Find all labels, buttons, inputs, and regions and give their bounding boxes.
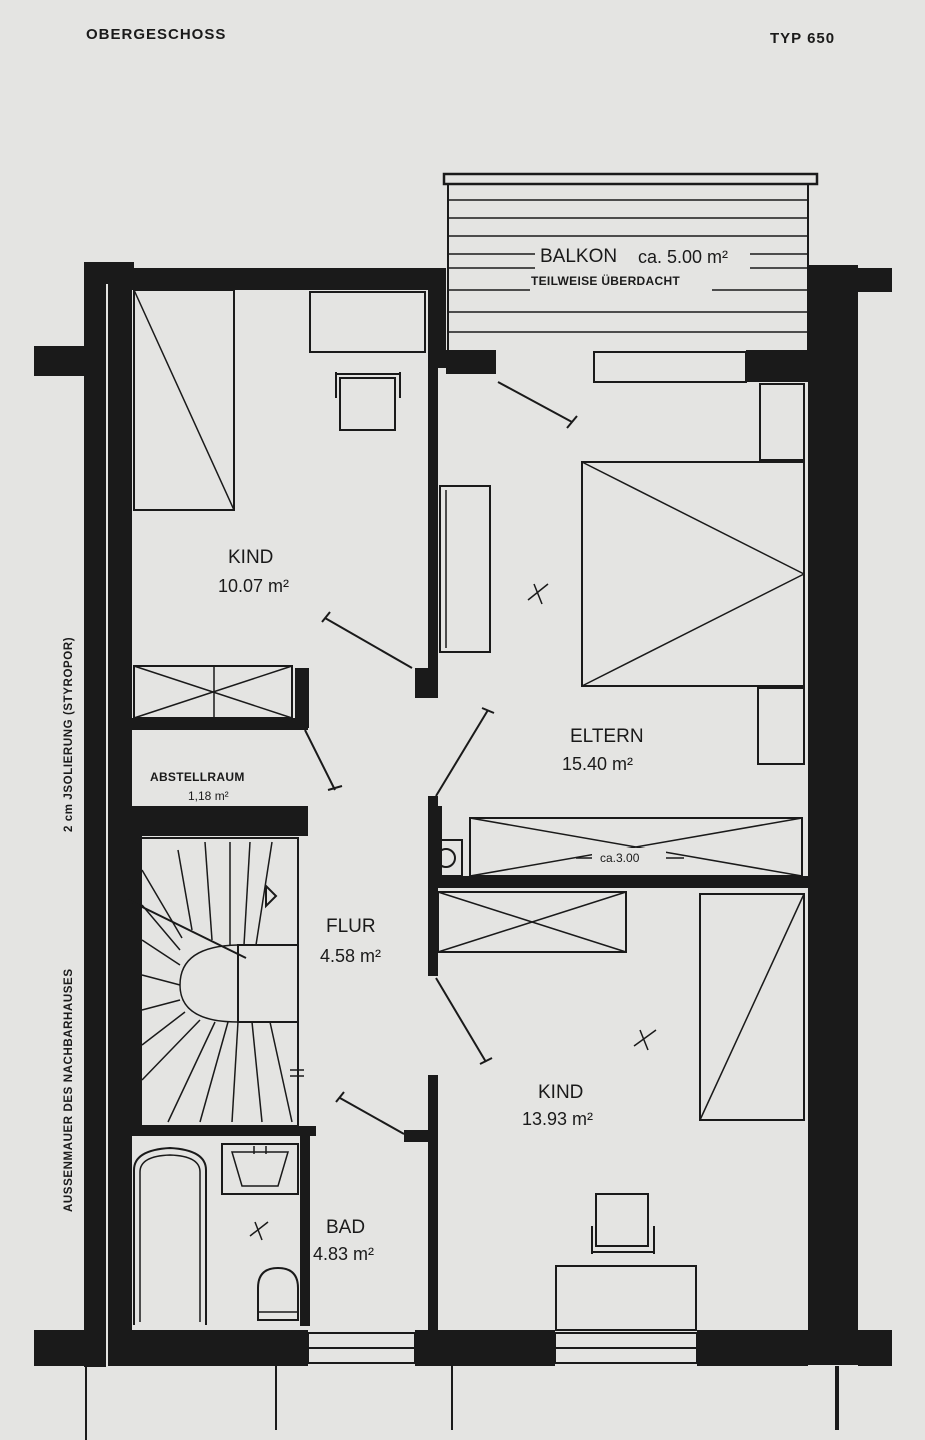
furniture: ca.3.00 (133, 289, 805, 1331)
room-abstellraum-area: 1,18 m² (188, 789, 229, 803)
side-note-insulation: 2 cm JSOLIERUNG (STYROPOR) (63, 637, 75, 832)
room-flur-label: FLUR (326, 916, 376, 937)
windows (85, 1332, 839, 1440)
room-bad-area: 4.83 m² (313, 1244, 374, 1264)
wardrobe-dimension: ca.3.00 (600, 851, 640, 865)
room-abstellraum-label: ABSTELLRAUM (150, 770, 245, 784)
room-eltern-area: 15.40 m² (562, 754, 633, 774)
bed-kind-top (133, 289, 235, 511)
side-note-neighbour-wall: AUSSENMAUER DES NACHBARHAUSES (63, 968, 75, 1212)
balcony-label: BALKON (540, 246, 617, 267)
wardrobe-eltern (469, 817, 803, 877)
wardrobe-kind-bottom (437, 891, 627, 953)
wardrobe-eltern-left (439, 485, 491, 653)
header-left-title: OBERGESCHOSS (86, 26, 226, 43)
wardrobe-kind-top (133, 665, 293, 719)
room-flur-area: 4.58 m² (320, 946, 381, 966)
bed-eltern (581, 461, 805, 687)
desk-kind-top (309, 291, 426, 353)
room-labels: OBERGESCHOSS TYP 650 KIND 10.07 m² ELTER… (63, 26, 835, 1264)
room-eltern-label: ELTERN (570, 726, 644, 747)
desk-kind-bottom (555, 1265, 697, 1331)
staircase (127, 837, 304, 1127)
sink (221, 1143, 299, 1195)
door-swings (249, 381, 657, 1241)
balcony-note: TEILWEISE ÜBERDACHT (531, 273, 680, 288)
toilet (257, 1266, 299, 1321)
balcony-area: ca. 5.00 m² (638, 247, 728, 267)
bed-kind-bottom (699, 893, 805, 1121)
room-kind-bottom-label: KIND (538, 1082, 583, 1103)
header-right-title: TYP 650 (770, 30, 835, 47)
balcony: BALKON ca. 5.00 m² TEILWEISE ÜBERDACHT (442, 172, 819, 350)
walls (34, 262, 892, 1367)
room-bad-label: BAD (326, 1217, 365, 1238)
room-kind-bottom-area: 13.93 m² (522, 1109, 593, 1129)
room-kind-top-area: 10.07 m² (218, 576, 289, 596)
bathtub (133, 1146, 207, 1325)
room-kind-top-label: KIND (228, 547, 273, 568)
